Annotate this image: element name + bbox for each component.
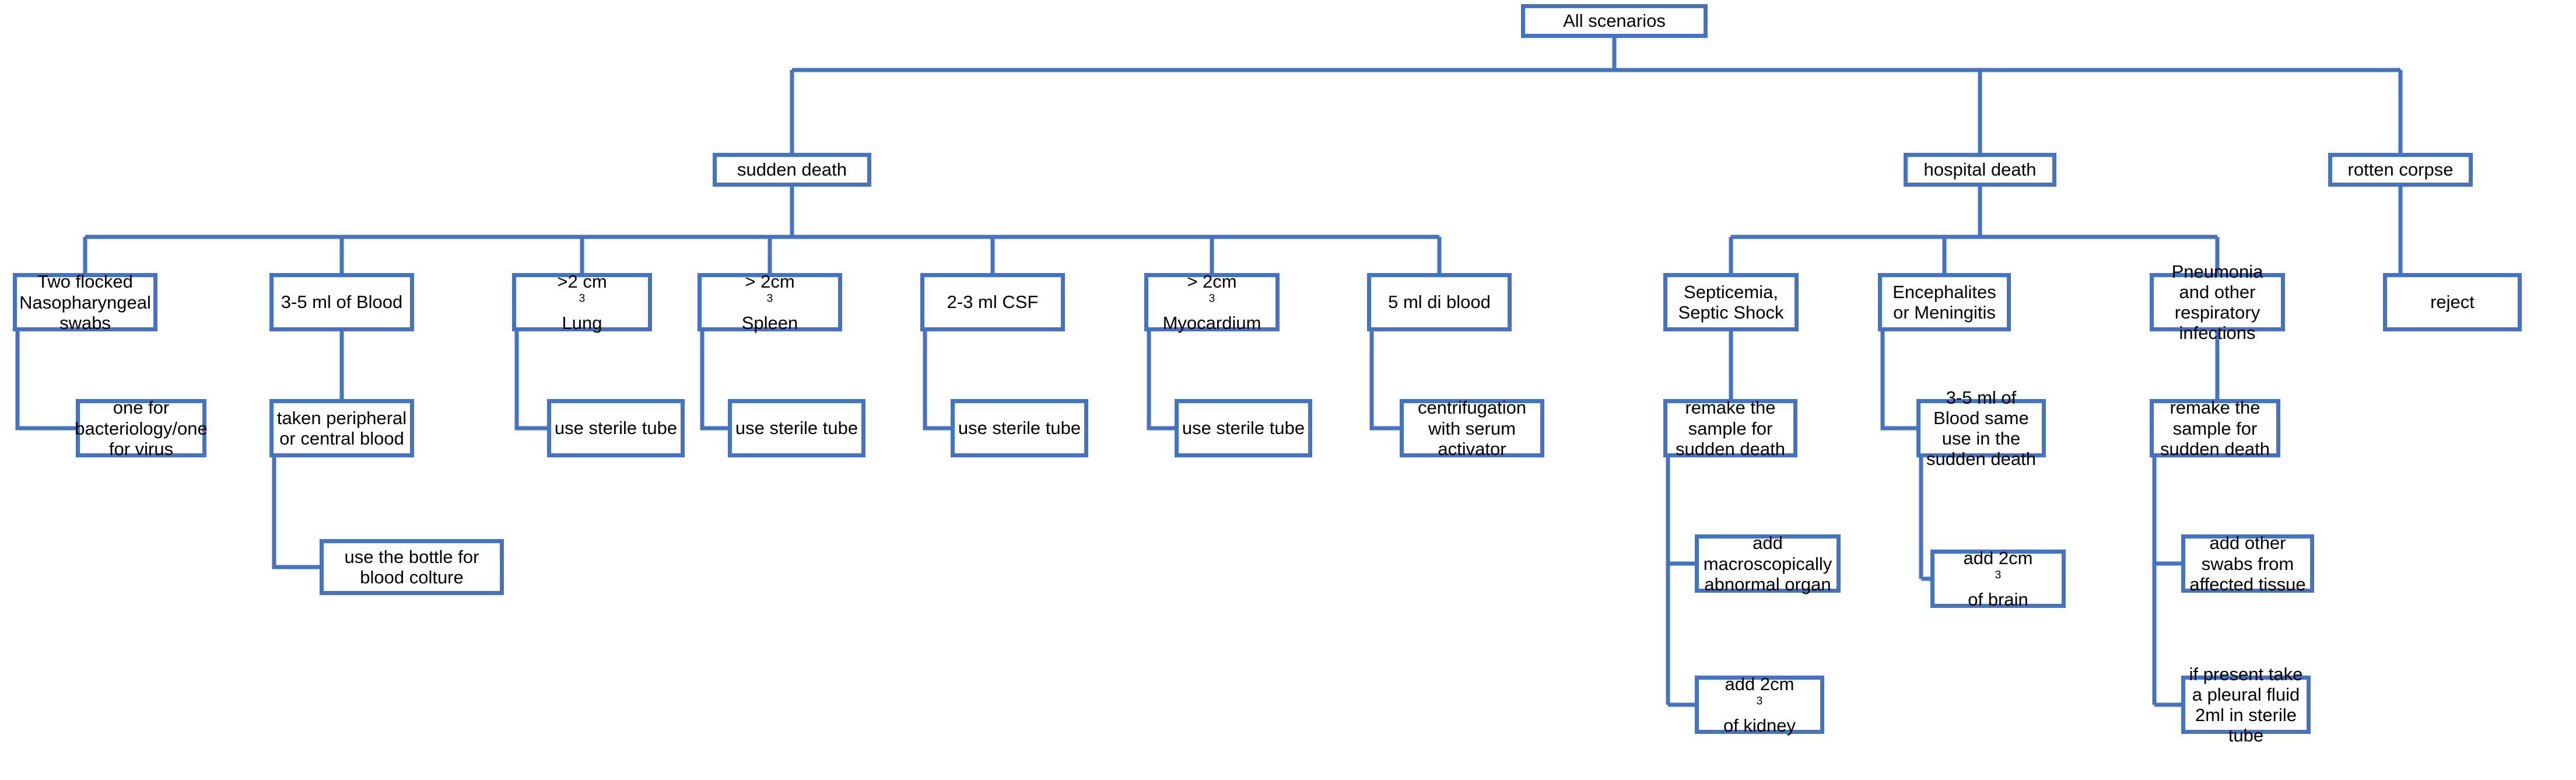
- node-add-macroscopically-abnormal-organ[interactable]: add macroscopically abnormal organ: [1695, 533, 1841, 594]
- node-label: Septicemia, Septic Shock: [1678, 281, 1784, 323]
- node-lung-sterile-tube[interactable]: use sterile tube: [547, 399, 685, 457]
- node-encephalites-meningitis[interactable]: Encephalites or Meningitis: [1878, 273, 2011, 331]
- node-spleen-sterile-tube[interactable]: use sterile tube: [728, 399, 865, 457]
- node-label: 3-5 ml of Blood: [281, 292, 403, 313]
- node-label: use sterile tube: [554, 418, 678, 439]
- node-label: 3-5 ml of Blood same use in the sudden d…: [1926, 387, 2036, 470]
- node-add-other-swabs-affected-tissue[interactable]: add other swabs from affected tissue: [2181, 533, 2314, 594]
- node-label: remake the sample for sudden death: [2160, 397, 2270, 459]
- node-label: add other swabs from affected tissue: [2189, 533, 2306, 594]
- node-centrifugation-serum-activator[interactable]: centrifugation with serum activator: [1400, 397, 1544, 459]
- node-label: one for bacteriology/one for virus: [75, 397, 208, 459]
- node-csf-sample[interactable]: 2-3 ml CSF: [920, 273, 1065, 331]
- node-label: use sterile tube: [1182, 418, 1305, 439]
- node-taken-peripheral-blood[interactable]: taken peripheral or central blood: [269, 399, 414, 457]
- node-sudden-death[interactable]: sudden death: [713, 153, 871, 187]
- node-reject[interactable]: reject: [2383, 273, 2522, 331]
- node-septicemia-remake-sample[interactable]: remake the sample for sudden death: [1663, 397, 1797, 459]
- node-3-5ml-blood[interactable]: 3-5 ml of Blood: [269, 273, 414, 331]
- node-pneumonia-respiratory-infections[interactable]: Pneumonia and other respiratory infectio…: [2150, 261, 2285, 343]
- node-label: use sterile tube: [958, 418, 1081, 439]
- node-septicemia-septic-shock[interactable]: Septicemia, Septic Shock: [1663, 273, 1799, 331]
- node-label: centrifugation with serum activator: [1417, 397, 1527, 459]
- node-label: add macroscopically abnormal organ: [1703, 533, 1832, 594]
- node-label: sudden death: [737, 159, 847, 180]
- node-pleural-fluid-sterile-tube[interactable]: if present take a pleural fluid 2ml in s…: [2181, 664, 2311, 746]
- node-5ml-di-blood[interactable]: 5 ml di blood: [1367, 273, 1512, 331]
- node-label: taken peripheral or central blood: [276, 407, 407, 449]
- node-hospital-death[interactable]: hospital death: [1904, 153, 2056, 187]
- node-pneumonia-remake-sample[interactable]: remake the sample for sudden death: [2150, 397, 2280, 459]
- node-all-scenarios[interactable]: All scenarios: [1521, 4, 1708, 38]
- node-label: Two flocked Nasopharyngeal swabs: [19, 271, 151, 333]
- node-myocardium-sterile-tube[interactable]: use sterile tube: [1175, 399, 1312, 457]
- node-nasopharyngeal-swabs[interactable]: Two flocked Nasopharyngeal swabs: [13, 271, 157, 333]
- node-label: All scenarios: [1563, 11, 1666, 32]
- node-label: 5 ml di blood: [1388, 292, 1491, 313]
- node-label: if present take a pleural fluid 2ml in s…: [2189, 663, 2303, 746]
- node-rotten-corpse[interactable]: rotten corpse: [2328, 153, 2473, 187]
- node-label: Pneumonia and other respiratory infectio…: [2171, 261, 2263, 344]
- node-label: reject: [2430, 292, 2475, 313]
- node-use-bottle-blood-colture[interactable]: use the bottle for blood colture: [320, 539, 504, 595]
- node-encephalites-blood-same-use[interactable]: 3-5 ml of Blood same use in the sudden d…: [1916, 387, 2046, 469]
- node-label: rotten corpse: [2347, 159, 2454, 180]
- node-label: hospital death: [1923, 159, 2037, 180]
- node-label: use the bottle for blood colture: [344, 546, 479, 587]
- node-label: 2-3 ml CSF: [947, 292, 1039, 313]
- node-label: remake the sample for sudden death: [1676, 397, 1785, 459]
- node-label: Encephalites or Meningitis: [1892, 281, 1996, 323]
- node-label: use sterile tube: [735, 418, 858, 439]
- node-one-for-bacteriology[interactable]: one for bacteriology/one for virus: [75, 397, 208, 459]
- node-csf-sterile-tube[interactable]: use sterile tube: [951, 399, 1088, 457]
